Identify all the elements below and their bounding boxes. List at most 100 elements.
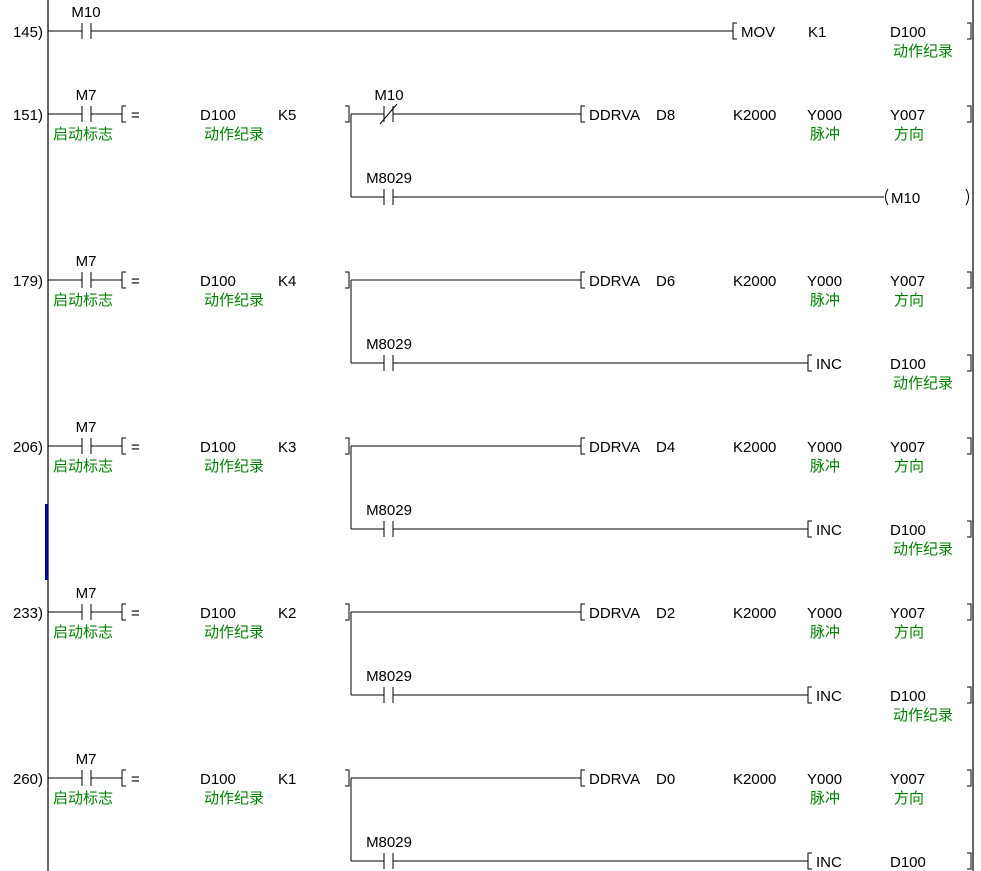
contact-no[interactable]	[81, 272, 92, 288]
compare-operand[interactable]: D100	[200, 439, 236, 456]
contact-no[interactable]	[81, 23, 92, 39]
operand[interactable]: D8	[656, 107, 675, 124]
compare-bracket-right	[345, 105, 350, 123]
rung[interactable]: 145) M10 MOV K1 D100 动作纪录	[13, 4, 972, 60]
instruction-mnemonic[interactable]: DDRVA	[589, 439, 640, 456]
compare-operand[interactable]: K5	[278, 107, 296, 124]
contact-no[interactable]	[81, 770, 92, 786]
contact-no[interactable]	[383, 189, 394, 205]
instruction-mnemonic[interactable]: DDRVA	[589, 107, 640, 124]
step-number: 151)	[13, 107, 43, 124]
coil[interactable]	[885, 188, 969, 206]
contact-no[interactable]	[383, 853, 394, 869]
compare-bracket-right	[345, 769, 350, 787]
cursor-marker	[45, 504, 48, 580]
rung[interactable]: 151) M7 启动标志 = D100 动作纪录 K5 M10	[13, 87, 972, 207]
instruction-mnemonic[interactable]: INC	[816, 522, 842, 539]
instruction-mnemonic[interactable]: MOV	[741, 24, 775, 41]
instruction-mnemonic[interactable]: DDRVA	[589, 273, 640, 290]
operand[interactable]: K2000	[733, 771, 776, 788]
compare-operator[interactable]: =	[131, 605, 140, 622]
operand[interactable]: D100	[890, 688, 926, 705]
instruction-bracket-left	[580, 271, 585, 289]
operand[interactable]: Y007	[890, 771, 925, 788]
instruction-mnemonic[interactable]: INC	[816, 356, 842, 373]
instruction-mnemonic[interactable]: INC	[816, 854, 842, 871]
operand[interactable]: K2000	[733, 107, 776, 124]
operand[interactable]: Y000	[807, 771, 842, 788]
instruction-bracket-right	[967, 105, 972, 123]
operand[interactable]: D6	[656, 273, 675, 290]
compare-operator[interactable]: =	[131, 771, 140, 788]
compare-operand[interactable]: K1	[278, 771, 296, 788]
operand[interactable]: Y000	[807, 605, 842, 622]
operand[interactable]: Y007	[890, 273, 925, 290]
operand[interactable]: K1	[808, 24, 826, 41]
operand[interactable]: D4	[656, 439, 675, 456]
contact-no[interactable]	[383, 355, 394, 371]
operand[interactable]: Y007	[890, 605, 925, 622]
device-comment: 启动标志	[53, 292, 113, 309]
instruction-bracket-left	[807, 852, 812, 870]
operand[interactable]: K2000	[733, 605, 776, 622]
device-comment: 启动标志	[53, 624, 113, 641]
contact-device: M8029	[366, 834, 412, 851]
instruction-mnemonic[interactable]: DDRVA	[589, 771, 640, 788]
compare-operand[interactable]: K3	[278, 439, 296, 456]
compare-operator[interactable]: =	[131, 273, 140, 290]
operand[interactable]: D0	[656, 771, 675, 788]
device-comment: 启动标志	[53, 126, 113, 143]
rung[interactable]: 179) M7 启动标志 = D100 动作纪录 K4 DDRVA D6 K20…	[13, 253, 972, 392]
operand[interactable]: K2000	[733, 273, 776, 290]
instruction-bracket-right	[967, 271, 972, 289]
rung[interactable]: 233) M7 启动标志 = D100 动作纪录 K2 DDRVA D2 K20…	[13, 585, 972, 724]
instruction-bracket-right	[967, 769, 972, 787]
compare-operand[interactable]: D100	[200, 107, 236, 124]
contact-device: M7	[76, 87, 97, 104]
compare-bracket-left	[121, 437, 126, 455]
operand[interactable]: Y000	[807, 107, 842, 124]
device-comment: 方向	[894, 790, 924, 807]
contact-device: M7	[76, 751, 97, 768]
operand[interactable]: D100	[890, 522, 926, 539]
operand[interactable]: K2000	[733, 439, 776, 456]
operand[interactable]: D100	[890, 24, 926, 41]
instruction-bracket-right	[967, 354, 972, 372]
rung[interactable]: 206) M7 启动标志 = D100 动作纪录 K3 DDRVA D4 K20…	[13, 419, 972, 558]
device-comment: 脉冲	[810, 292, 840, 309]
contact-device: M8029	[366, 668, 412, 685]
compare-operator[interactable]: =	[131, 107, 140, 124]
operand[interactable]: D100	[890, 854, 926, 871]
compare-operand[interactable]: D100	[200, 273, 236, 290]
device-comment: 方向	[894, 126, 924, 143]
instruction-mnemonic[interactable]: INC	[816, 688, 842, 705]
rung[interactable]: 260) M7 启动标志 = D100 动作纪录 K1 DDRVA D0 K20…	[13, 751, 972, 871]
instruction-bracket-right	[967, 852, 972, 870]
contact-no[interactable]	[81, 106, 92, 122]
contact-no[interactable]	[81, 438, 92, 454]
contact-no[interactable]	[81, 604, 92, 620]
compare-operand[interactable]: D100	[200, 605, 236, 622]
operand[interactable]: Y007	[890, 439, 925, 456]
operand[interactable]: Y007	[890, 107, 925, 124]
device-comment: 启动标志	[53, 458, 113, 475]
instruction-bracket-left	[807, 354, 812, 372]
operand[interactable]: Y000	[807, 439, 842, 456]
compare-operand[interactable]: K4	[278, 273, 296, 290]
device-comment: 脉冲	[810, 624, 840, 641]
instruction-mnemonic[interactable]: DDRVA	[589, 605, 640, 622]
instruction-bracket-left	[732, 22, 737, 40]
operand[interactable]: D2	[656, 605, 675, 622]
contact-no[interactable]	[383, 521, 394, 537]
coil-device[interactable]: M10	[891, 190, 920, 207]
device-comment: 动作纪录	[204, 292, 264, 309]
operand[interactable]: D100	[890, 356, 926, 373]
device-comment: 动作纪录	[893, 707, 953, 724]
compare-operator[interactable]: =	[131, 439, 140, 456]
operand[interactable]: Y000	[807, 273, 842, 290]
compare-bracket-left	[121, 271, 126, 289]
step-number: 145)	[13, 24, 43, 41]
compare-operand[interactable]: K2	[278, 605, 296, 622]
contact-no[interactable]	[383, 687, 394, 703]
compare-operand[interactable]: D100	[200, 771, 236, 788]
